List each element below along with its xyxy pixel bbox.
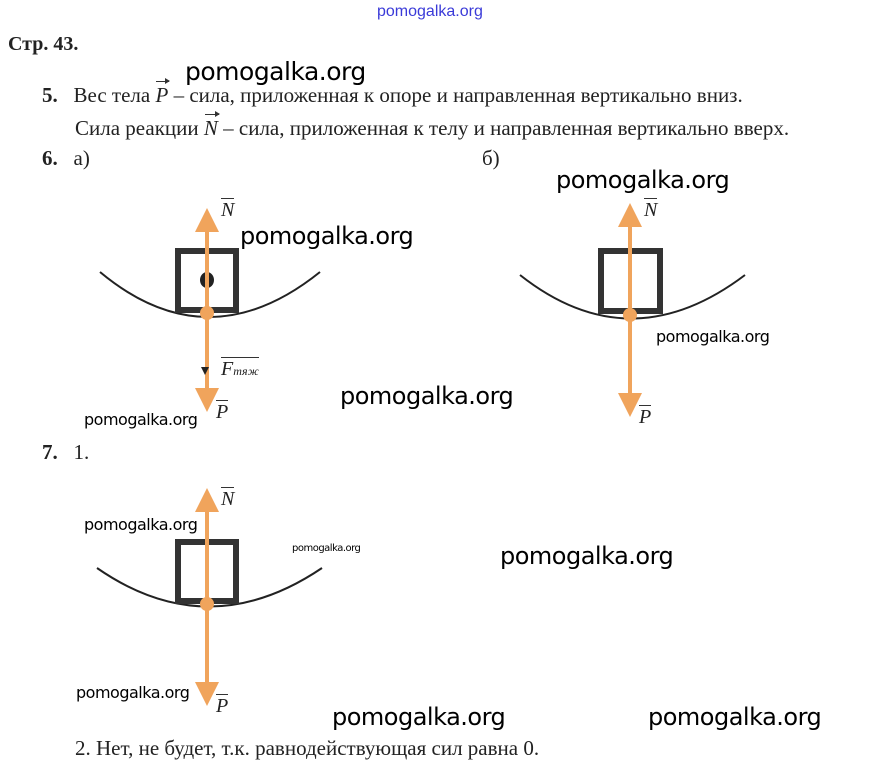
q5-line2: Сила реакции N – сила, приложенная к тел… <box>75 111 790 141</box>
q7-part-2: 2. Нет, не будет, т.к. равнодействующая … <box>75 736 540 760</box>
watermark: pomogalka.org <box>556 166 730 194</box>
label-p: P <box>639 405 652 428</box>
q7-part-1: 1. <box>73 440 90 464</box>
contact-point <box>200 597 214 611</box>
q6-part-b: б) <box>482 146 500 170</box>
watermark: pomogalka.org <box>292 543 361 554</box>
watermark: pomogalka.org <box>240 222 414 250</box>
label-n: N <box>221 198 235 221</box>
label-p: P <box>216 694 229 717</box>
gravity-arrowhead <box>201 367 209 375</box>
label-n: N <box>644 198 658 221</box>
contact-point <box>200 306 214 320</box>
page-heading: Стр. 43. <box>8 33 79 55</box>
q5-line1: 5. Вес тела P – сила, приложенная к опор… <box>42 78 743 108</box>
watermark: pomogalka.org <box>84 410 198 429</box>
watermark: pomogalka.org <box>185 57 366 86</box>
q5-number: 5. <box>42 83 58 107</box>
watermark: pomogalka.org <box>84 515 198 534</box>
watermark: pomogalka.org <box>340 382 514 410</box>
diagram-6a <box>99 208 321 412</box>
vector-n: N <box>203 111 220 140</box>
watermark: pomogalka.org <box>648 703 822 731</box>
watermark-top[interactable]: pomogalka.org <box>377 3 483 20</box>
watermark: pomogalka.org <box>76 683 190 702</box>
q5-text: – сила, приложенная к телу и направленна… <box>223 116 790 140</box>
watermark: pomogalka.org <box>656 327 770 346</box>
label-n: N <box>221 487 235 510</box>
diagram-7-1 <box>96 488 323 706</box>
q5-text: Сила реакции <box>75 116 199 140</box>
label-f-gravity: Fтяж <box>221 357 259 380</box>
watermark: pomogalka.org <box>332 703 506 731</box>
q5-text: Вес тела <box>73 83 151 107</box>
vector-p: P <box>155 78 171 107</box>
watermark: pomogalka.org <box>500 542 674 570</box>
q6-part-a: а) <box>73 146 90 170</box>
q7-number: 7. <box>42 440 58 464</box>
label-p: P <box>216 400 229 423</box>
q6-line: 6. а) <box>42 146 90 171</box>
q5-text: – сила, приложенная к опоре и направленн… <box>173 83 743 107</box>
diagram-6b <box>519 203 746 417</box>
q6-number: 6. <box>42 146 58 170</box>
q7-line: 7. 1. <box>42 440 89 465</box>
contact-point <box>623 308 637 322</box>
